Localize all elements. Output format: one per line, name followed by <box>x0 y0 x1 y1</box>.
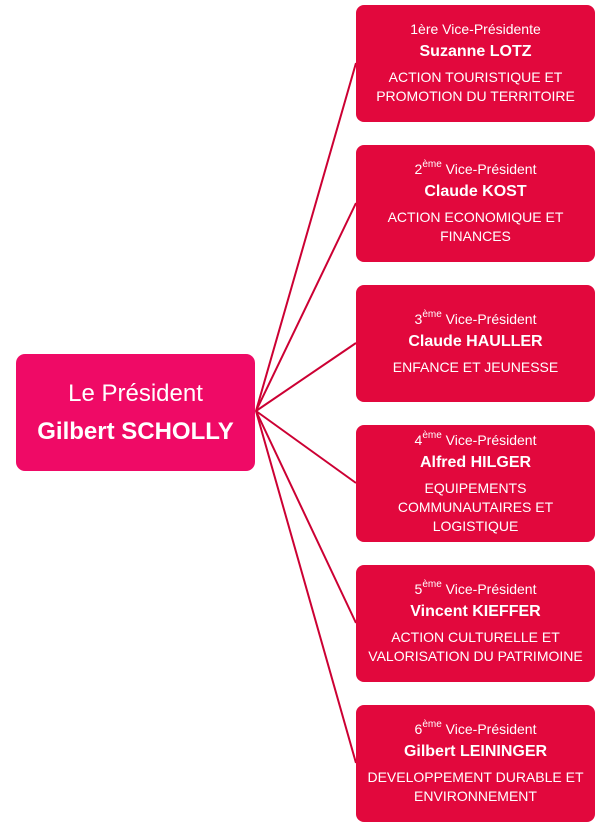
connector-line-4 <box>255 410 357 484</box>
connector-line-3 <box>255 342 357 412</box>
vice-president-name: Claude KOST <box>424 183 527 200</box>
vice-president-box-1: 1ère Vice-Présidente Suzanne LOTZ ACTION… <box>356 5 595 122</box>
vice-president-name: Suzanne LOTZ <box>419 43 532 60</box>
vice-president-function: ACTION ECONOMIQUE ET FINANCES <box>387 209 564 244</box>
vice-president-rank: 1ère Vice-Présidente <box>410 21 541 37</box>
vice-president-box-3: 3ème Vice-Président Claude HAULLER ENFAN… <box>356 285 595 402</box>
vice-president-name: Gilbert LEININGER <box>403 743 548 760</box>
connector-line-6 <box>255 410 357 764</box>
vice-president-rank: 4ème Vice-Président <box>414 429 537 448</box>
vice-president-function: ACTION CULTURELLE ET VALORISATION DU PAT… <box>368 629 583 664</box>
president-role: Le Président <box>68 379 203 407</box>
vice-president-box-6: 6ème Vice-Président Gilbert LEININGER DE… <box>356 705 595 822</box>
vice-president-box-5: 5ème Vice-Président Vincent KIEFFER ACTI… <box>356 565 595 682</box>
vice-president-name: Claude HAULLER <box>408 332 543 350</box>
vice-president-function: ACTION TOURISTIQUE ET PROMOTION DU TERRI… <box>376 69 575 104</box>
vice-president-function: EQUIPEMENTS COMMUNAUTAIRES ET LOGISTIQUE <box>397 479 554 534</box>
vice-president-rank: 5ème Vice-Président <box>414 579 537 597</box>
connector-line-2 <box>255 202 357 412</box>
vice-president-box-2: 2ème Vice-Président Claude KOST ACTION E… <box>356 145 595 262</box>
vice-president-rank: 2ème Vice-Président <box>414 159 537 177</box>
vice-president-name: Vincent KIEFFER <box>410 603 541 620</box>
vice-president-name: Alfred HILGER <box>419 453 532 471</box>
vice-president-box-4: 4ème Vice-Président Alfred HILGER EQUIPE… <box>356 425 595 542</box>
connector-line-5 <box>255 410 357 624</box>
president-name: Gilbert SCHOLLY <box>37 417 234 445</box>
president-box: Le Président Gilbert SCHOLLY <box>16 354 255 471</box>
vice-president-rank: 3ème Vice-Président <box>414 308 537 327</box>
vice-president-function: DEVELOPPEMENT DURABLE ET ENVIRONNEMENT <box>367 769 584 804</box>
vice-president-function: ENFANCE ET JEUNESSE <box>392 358 559 375</box>
connector-line-1 <box>255 62 357 412</box>
vice-president-rank: 6ème Vice-Président <box>414 719 537 737</box>
